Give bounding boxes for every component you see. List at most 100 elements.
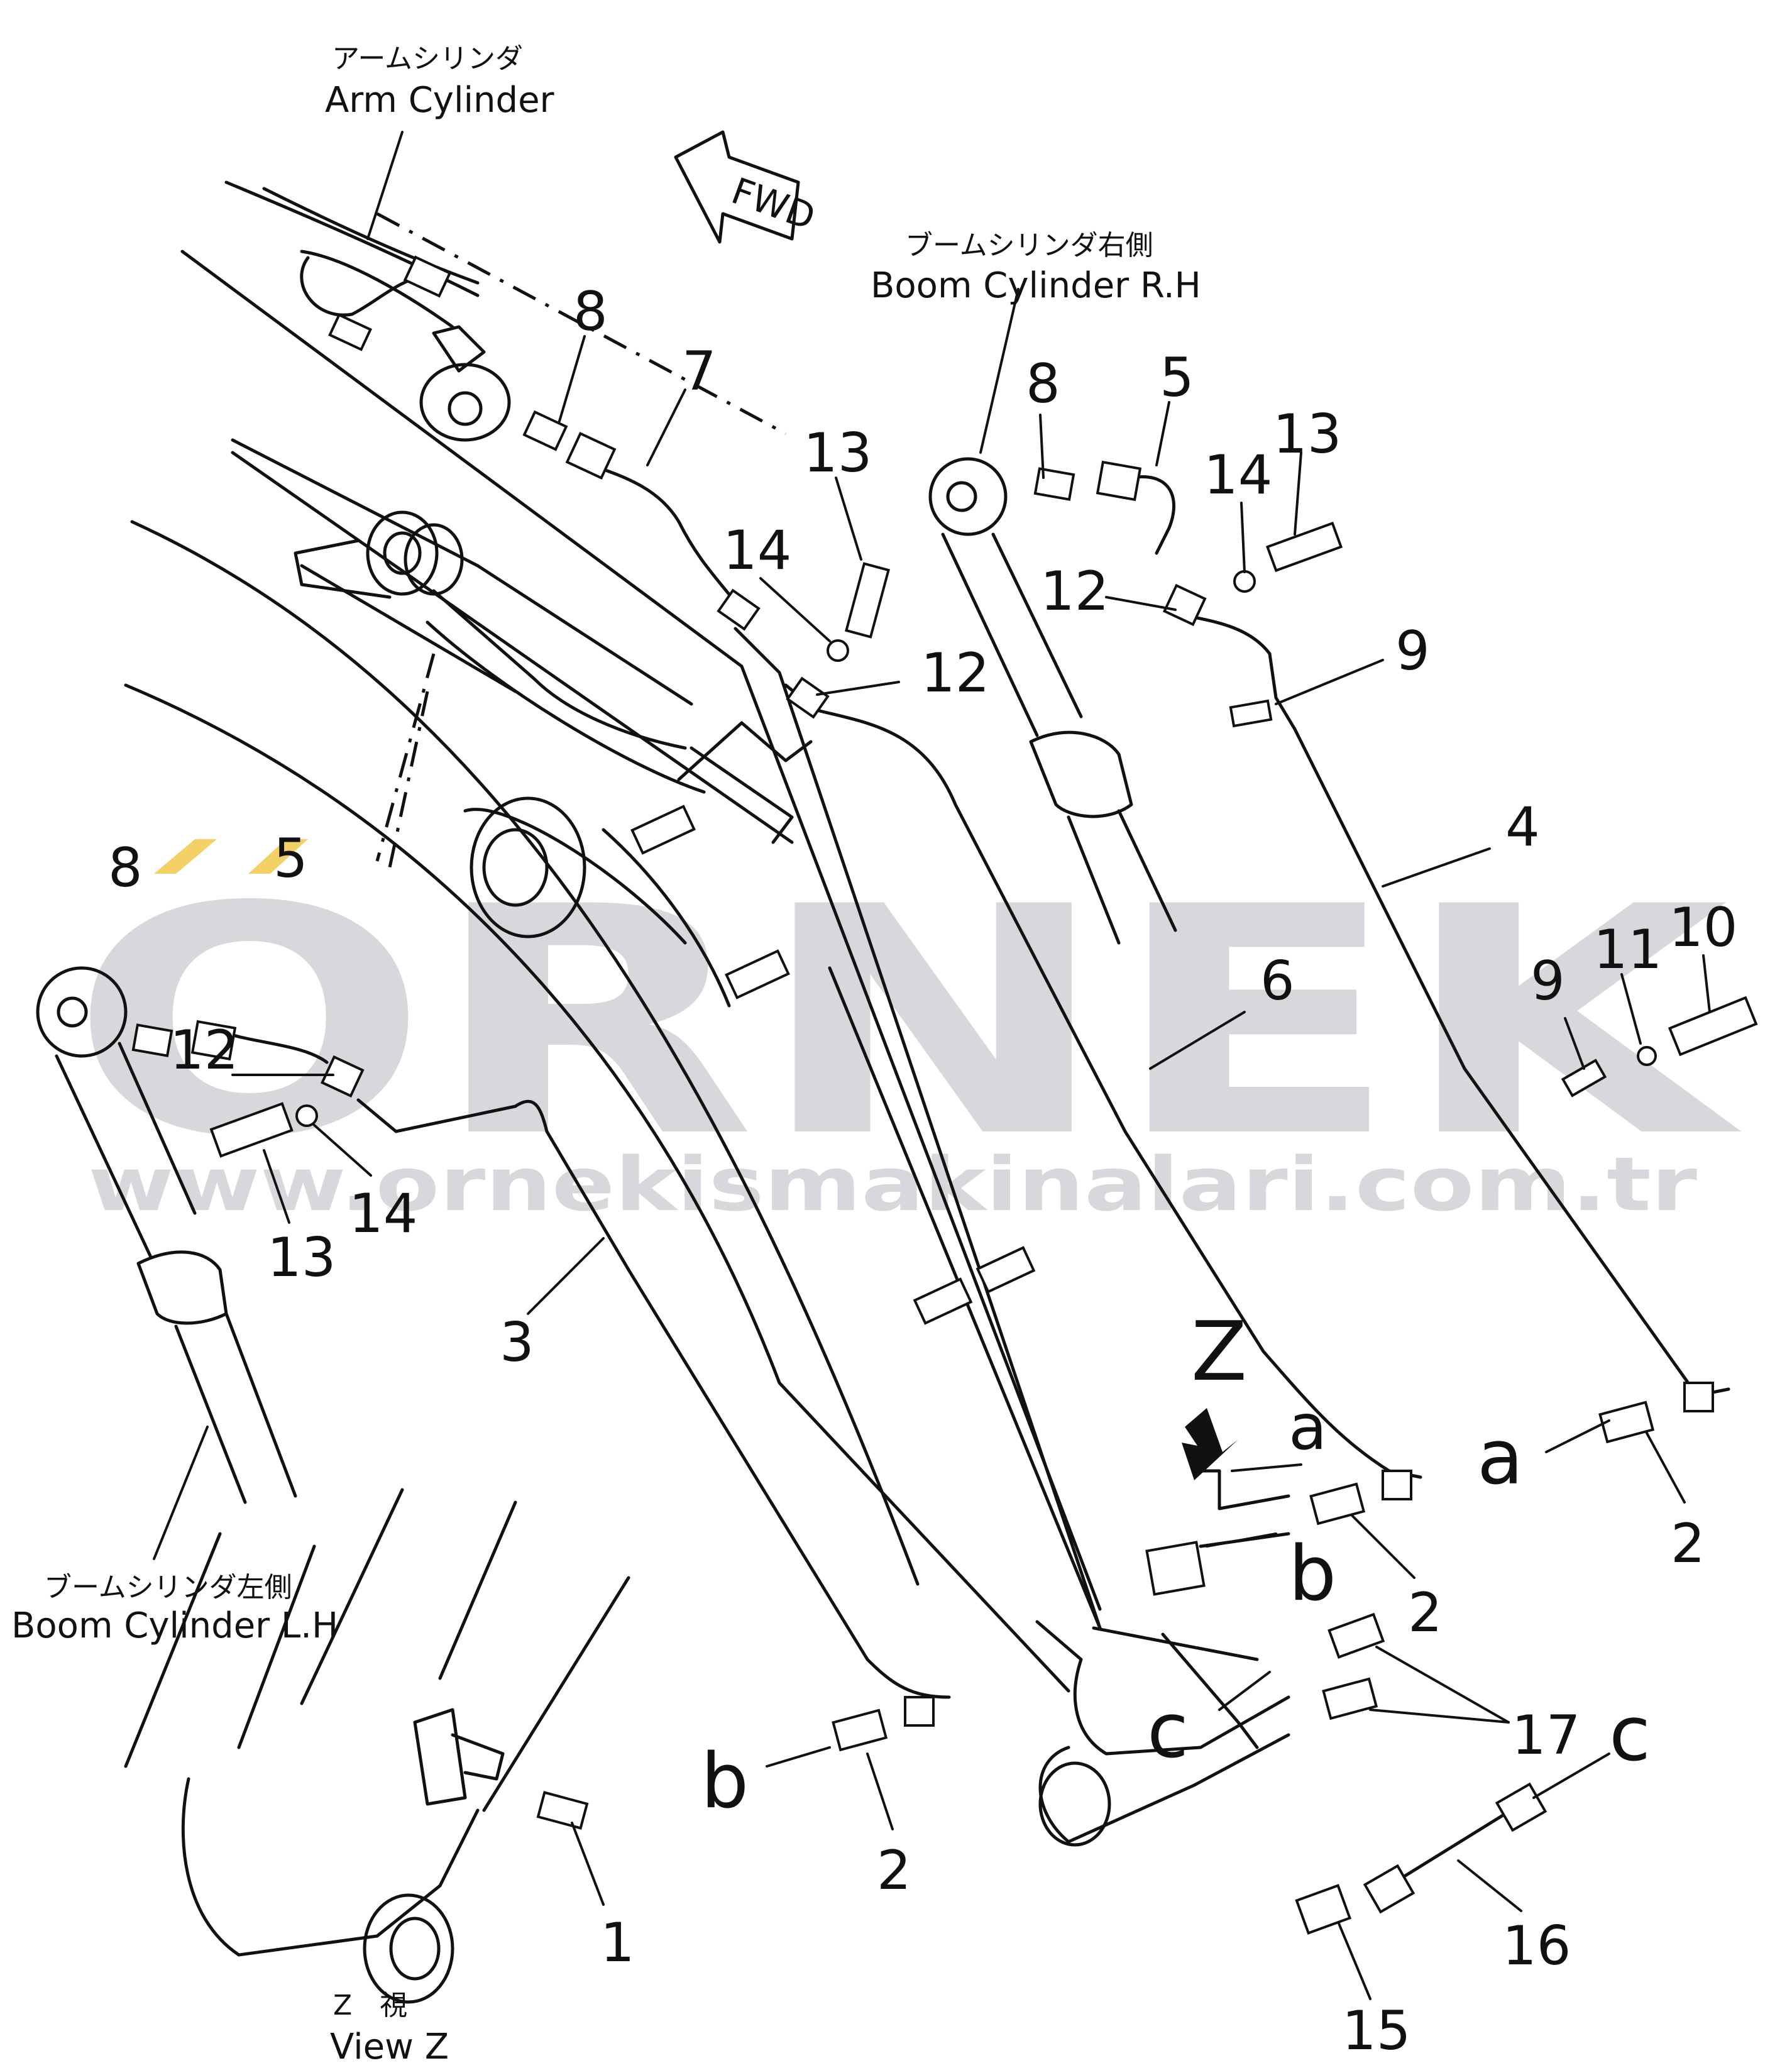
boom-cylinder-rh-rod-right bbox=[991, 532, 1083, 718]
ring-11 bbox=[1637, 1046, 1657, 1066]
fitting-7-end bbox=[717, 588, 761, 631]
leader-a-right bbox=[1545, 1419, 1610, 1453]
conn-a-right: a bbox=[1477, 1414, 1524, 1502]
leader-16 bbox=[1457, 1859, 1522, 1912]
conn-b-mid: b bbox=[1289, 1531, 1336, 1618]
callout-5-lh: 5 bbox=[273, 827, 308, 890]
pipe-4 bbox=[1186, 614, 1730, 1397]
pipe-6 bbox=[784, 683, 1422, 1479]
boom-link-dash bbox=[375, 653, 436, 862]
watermark-url: www.ornekismakinalari.com.tr bbox=[88, 1141, 1697, 1228]
callout-9-upper: 9 bbox=[1395, 620, 1430, 683]
callout-8-rh: 8 bbox=[1026, 353, 1060, 415]
callout-8-arm: 8 bbox=[573, 280, 608, 343]
leader-10 bbox=[1702, 954, 1711, 1013]
boom-nose-bracket bbox=[294, 539, 392, 599]
pipe-5-rh bbox=[1130, 475, 1175, 555]
callout-12-rh: 12 bbox=[1040, 560, 1109, 623]
leader-c-right bbox=[1532, 1752, 1610, 1799]
boom-nose-pin-inner bbox=[383, 531, 422, 575]
callout-6: 6 bbox=[1260, 950, 1295, 1013]
leader-14b bbox=[1240, 502, 1246, 573]
leader-1 bbox=[571, 1822, 605, 1906]
watermark-accent-right bbox=[248, 839, 308, 874]
boom-foot-boss bbox=[1038, 1761, 1111, 1847]
boom-nose-pin bbox=[366, 510, 439, 596]
fitting-1 bbox=[536, 1791, 589, 1830]
callout-1: 1 bbox=[600, 1912, 635, 1974]
leader-13c bbox=[263, 1149, 290, 1224]
leader-6 bbox=[1149, 1011, 1246, 1070]
watermark-brand: ORNEK bbox=[69, 840, 1744, 1206]
callout-2-right: 2 bbox=[1671, 1512, 1705, 1575]
boom-foot-lower bbox=[1038, 1733, 1290, 1844]
arm-cylinder-eye bbox=[419, 363, 511, 442]
boom-cylinder-lh-base-2 bbox=[237, 1544, 316, 1749]
callout-12-lh: 12 bbox=[170, 1019, 238, 1082]
fitting-8-arm bbox=[522, 410, 568, 451]
boom-link-dash-2 bbox=[388, 691, 429, 868]
arm-cylinder-clamp bbox=[403, 255, 452, 298]
leader-c-left bbox=[1218, 1671, 1271, 1711]
callout-14-lh: 14 bbox=[349, 1182, 417, 1245]
boom-cylinder-rh-eye bbox=[928, 457, 1008, 536]
boom-cylinder-lh-base bbox=[124, 1532, 222, 1768]
leader-2b bbox=[1350, 1514, 1415, 1579]
leader-13a bbox=[835, 476, 862, 561]
boom-structure bbox=[124, 180, 1290, 1847]
clamp-mid-2 bbox=[725, 949, 790, 999]
leader-9b bbox=[1564, 1017, 1585, 1070]
boom-foot-outline bbox=[1035, 1620, 1290, 1756]
leader-14a bbox=[759, 577, 831, 642]
boom-cylinder-lh-foot-boss bbox=[363, 1893, 454, 2004]
clamp-mid-4 bbox=[976, 1246, 1036, 1294]
watermark-accent-left bbox=[154, 839, 217, 874]
callout-2-mid: 2 bbox=[1408, 1582, 1443, 1644]
callout-12-mid: 12 bbox=[921, 642, 989, 705]
washer-14-mid bbox=[827, 639, 849, 662]
boom-cylinder-lh-base-3 bbox=[300, 1488, 404, 1705]
arm-cylinder-port bbox=[432, 325, 486, 373]
leader-b-left bbox=[766, 1746, 831, 1768]
arm-cylinder-en-label: Arm Cylinder bbox=[325, 80, 555, 121]
boom-nose-line bbox=[231, 438, 693, 706]
fitting-5-lh-nut bbox=[190, 1020, 237, 1061]
boom-side-lower bbox=[1092, 1626, 1259, 1661]
boom-cylinder-lh-collar bbox=[136, 1250, 228, 1325]
fwd-arrow-shape bbox=[674, 130, 800, 244]
boom-center-arc bbox=[463, 808, 687, 945]
callout-10: 10 bbox=[1669, 896, 1737, 959]
leader-3 bbox=[527, 1237, 605, 1315]
fitting-16-end-a bbox=[1363, 1864, 1415, 1914]
clamp-mid-3 bbox=[913, 1277, 973, 1325]
view-z-fitting bbox=[1145, 1541, 1206, 1596]
boom-cylinder-lh-eye-inner bbox=[57, 996, 88, 1028]
boom-lh-jp-label: ブームシリンダ左側 bbox=[44, 1571, 292, 1604]
callout-7: 7 bbox=[682, 340, 717, 403]
leader-7 bbox=[646, 388, 686, 466]
boom-cylinder-rh-eye-inner bbox=[946, 481, 977, 512]
bolt-13-rh bbox=[1265, 521, 1343, 573]
fwd-label: FWD bbox=[726, 169, 820, 238]
boom-cylinder-lh-foot bbox=[181, 1777, 480, 1957]
view-z-block bbox=[413, 1708, 467, 1806]
fitting-2-c bbox=[832, 1708, 888, 1752]
boom-web-lower bbox=[690, 746, 794, 844]
boom-center-hub-inner bbox=[482, 828, 549, 907]
leader-17a bbox=[1375, 1646, 1510, 1724]
boom-cylinder-lh-base-4 bbox=[438, 1500, 517, 1680]
fitting-7-nut bbox=[565, 432, 617, 480]
boom-rh-en-label: Boom Cylinder R.H bbox=[871, 265, 1201, 306]
fitting-17-b bbox=[1322, 1677, 1378, 1720]
leader-arm-cylinder bbox=[366, 131, 404, 240]
leader-8a bbox=[558, 335, 586, 422]
bolt-10 bbox=[1668, 996, 1758, 1057]
leader-lines bbox=[153, 131, 1711, 2000]
callout-13-rh: 13 bbox=[1273, 403, 1341, 466]
boom-cylinder-lh-base-5 bbox=[482, 1576, 630, 1812]
z-arrow-icon bbox=[1182, 1408, 1238, 1480]
hose-16 bbox=[1387, 1802, 1523, 1888]
leader-15 bbox=[1338, 1922, 1371, 2000]
leader-5a bbox=[1155, 401, 1170, 466]
clamp-9-upper bbox=[1229, 699, 1273, 728]
